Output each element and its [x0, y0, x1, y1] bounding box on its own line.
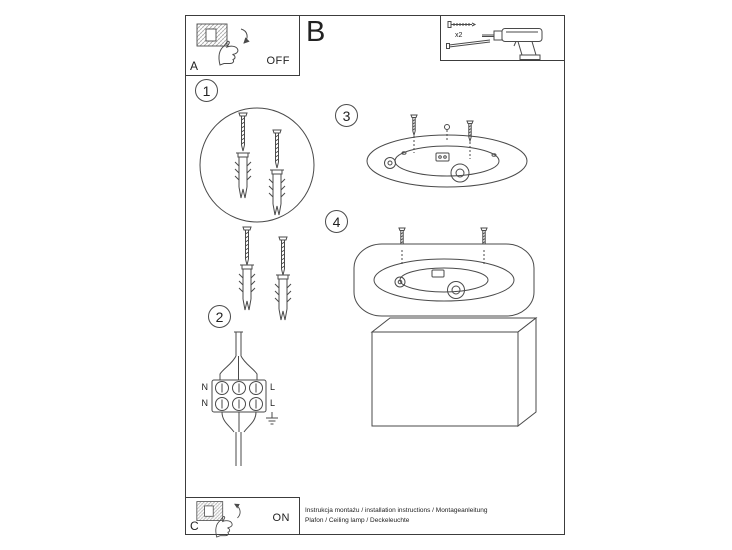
canopy-outline	[353, 243, 535, 317]
mounting-hole	[401, 151, 407, 155]
footer: Instrukcja montażu / installation instru…	[305, 506, 487, 525]
step-2-marker: 2	[208, 305, 231, 328]
hardware-panel: x2	[440, 15, 565, 61]
mounting-hole	[491, 153, 497, 157]
section-b-label: B	[306, 16, 326, 48]
screw-icon	[278, 236, 288, 276]
step-3-marker: 3	[335, 104, 358, 127]
plate-outline	[366, 134, 528, 188]
terminal-label-l-top: L	[270, 382, 276, 392]
screw-icon	[238, 112, 248, 152]
panel-c-label: C	[190, 519, 199, 533]
cable-hole	[444, 124, 450, 130]
square-shade-outline	[370, 316, 538, 428]
panel-c: C ON	[185, 497, 300, 538]
screw-icon	[466, 120, 474, 142]
bolt-icon	[394, 276, 406, 288]
switch-toggle	[205, 28, 217, 42]
panel-a: A OFF	[185, 15, 300, 76]
lamp-assembly-illustration	[353, 227, 538, 428]
footer-line-2: Plafon / Ceiling lamp / Deckeleuchte	[305, 516, 410, 524]
panel-a-label: A	[190, 59, 199, 73]
mounting-plate-illustration	[366, 114, 528, 188]
switch-toggle	[204, 505, 214, 517]
screw-icon	[447, 21, 477, 28]
light-switch-on-icon	[196, 501, 241, 538]
light-switch-off-icon	[196, 23, 250, 66]
terminal-label-n-bottom: N	[201, 398, 209, 408]
magnifier-circle	[199, 107, 315, 223]
terminal-label-n-top: N	[201, 382, 209, 392]
step-4-marker: 4	[325, 210, 348, 233]
main-frame	[185, 15, 565, 535]
wall-plug-icon	[234, 152, 252, 199]
hand-icon	[218, 40, 239, 66]
bolt-icon	[384, 157, 396, 169]
lamp-holder-icon	[447, 281, 465, 299]
hardware-count: x2	[455, 32, 463, 39]
screw-icon	[272, 129, 282, 169]
terminal-block-small	[435, 152, 450, 162]
drill-and-screws-icon	[446, 21, 543, 60]
footer-line-1: Instrukcja montażu / installation instru…	[305, 507, 488, 514]
screw-icon	[410, 114, 418, 136]
step-1-marker: 1	[195, 79, 218, 102]
rotate-arrow-icon	[234, 503, 241, 519]
screw-icon	[242, 226, 252, 266]
wall-plug-icon	[268, 169, 286, 216]
rotate-arrow-icon	[240, 28, 250, 44]
hand-icon	[215, 516, 233, 538]
power-drill-icon	[482, 28, 543, 60]
wall-anchor-illustration	[199, 107, 315, 321]
terminal-block-small	[431, 269, 445, 278]
wiring-diagram-illustration	[211, 331, 278, 466]
wall-plug-icon	[238, 264, 256, 311]
panel-c-state: ON	[272, 512, 290, 524]
terminal-label-l-bottom: L	[270, 398, 276, 408]
long-screw-icon	[446, 39, 491, 49]
lamp-holder-icon	[450, 163, 470, 183]
panel-a-state: OFF	[266, 55, 290, 67]
wall-plug-icon	[274, 274, 292, 321]
earth-icon	[266, 412, 278, 425]
